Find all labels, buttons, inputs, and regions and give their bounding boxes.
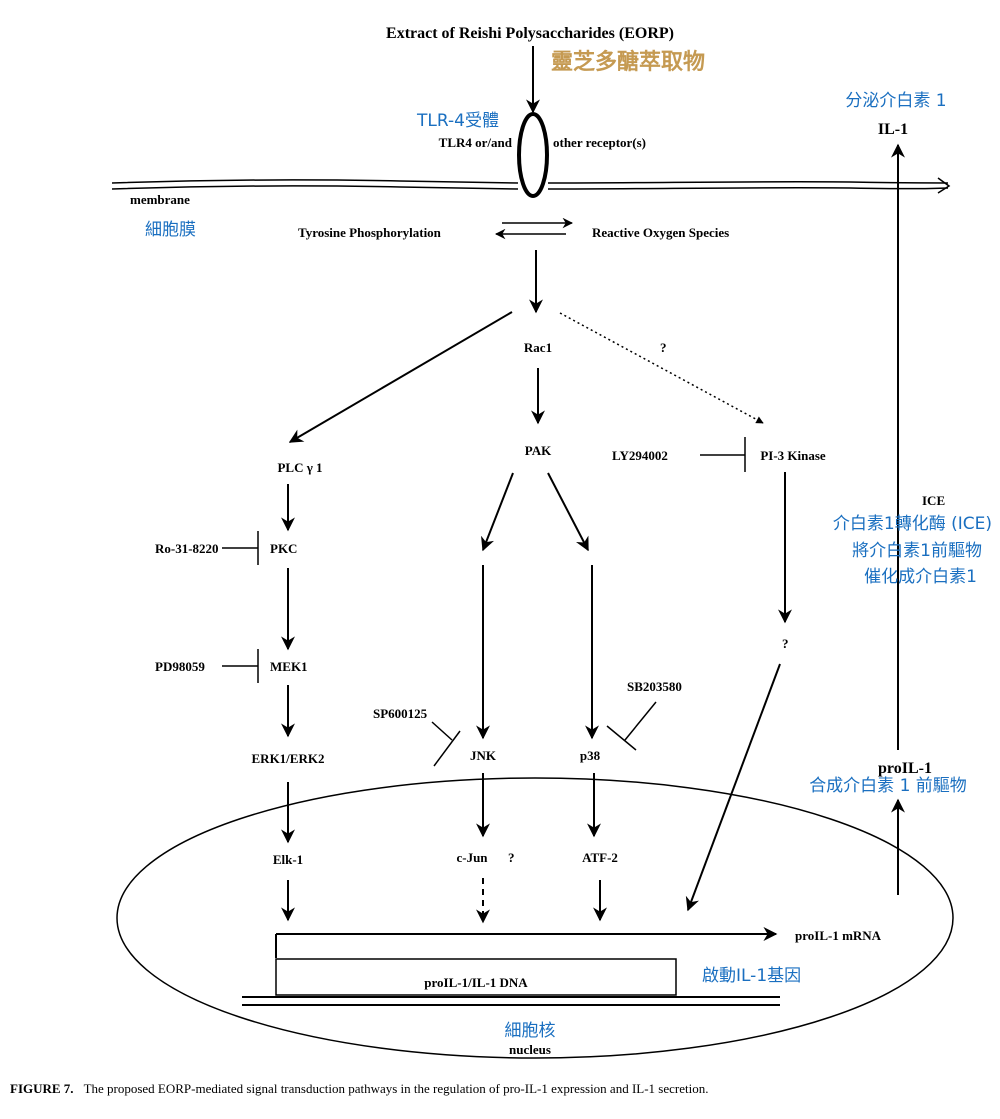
sb-inhibit-bar	[606, 725, 637, 751]
ice-text: ICE	[922, 493, 945, 508]
sb-inhibit-line	[624, 701, 657, 741]
caption: FIGURE 7. The proposed EORP-mediated sign…	[10, 1081, 708, 1096]
receptor-cn-text: TLR-4受體	[416, 111, 499, 131]
nucleus-text: nucleus	[509, 1042, 551, 1057]
ros-text: Reactive Oxygen Species	[592, 225, 729, 240]
pak-node: PAK	[525, 443, 552, 458]
ro-31-8220-text: Ro-31-8220	[155, 541, 219, 556]
membrane-line-left-bottom	[111, 185, 519, 190]
receptor-right-text: other receptor(s)	[553, 135, 646, 150]
ly294002-text: LY294002	[612, 448, 668, 463]
sb203580-text: SB203580	[627, 679, 682, 694]
proil1-cn-text: 合成介白素 1 前驅物	[809, 776, 967, 796]
proil1-text: proIL-1	[878, 760, 932, 777]
dna-box	[275, 958, 677, 996]
dna-text: proIL-1/IL-1 DNA	[424, 975, 528, 990]
membrane-cn-text: 細胞膜	[145, 220, 196, 240]
mrna-text: proIL-1 mRNA	[795, 928, 882, 943]
pak-to-jnk-branch-arrow	[481, 472, 514, 552]
membrane-line-left-top	[111, 179, 519, 184]
title-cn-text: 靈芝多醣萃取物	[551, 49, 705, 75]
erk-node: ERK1/ERK2	[252, 751, 325, 766]
membrane-line-right-bottom	[547, 186, 949, 190]
caption-text: The proposed EORP-mediated signal transd…	[84, 1081, 709, 1096]
rac1-to-pi3k-dotted-arrow	[559, 312, 764, 424]
pi3k-question-text: ?	[782, 636, 789, 651]
receptor-left-text: TLR4 or/and	[439, 135, 513, 150]
elk1-node: Elk-1	[273, 852, 303, 867]
rac1-question-text: ?	[660, 340, 667, 355]
pd98059-text: PD98059	[155, 659, 205, 674]
mek1-node: MEK1	[270, 659, 308, 674]
membrane-end-mark	[937, 177, 951, 194]
gene-cn-text: 啟動IL-1基因	[702, 966, 801, 986]
pi3k-to-dna-arrow	[685, 663, 781, 912]
plc-node: PLC γ 1	[277, 460, 322, 475]
atf2-node: ATF-2	[582, 850, 618, 865]
tyrosine-text: Tyrosine Phosphorylation	[298, 225, 442, 240]
rac1-text: Rac1	[524, 340, 552, 355]
cjun-question-text: ?	[508, 850, 515, 865]
pi3k-node: PI-3 Kinase	[760, 448, 826, 463]
ice-cn-line-3: 催化成介白素1	[864, 567, 977, 587]
membrane-text: membrane	[130, 192, 190, 207]
nucleus-ellipse	[116, 777, 954, 1059]
p38-node: p38	[580, 748, 601, 763]
il1-text: IL-1	[878, 121, 908, 138]
title-text: Extract of Reishi Polysaccharides (EORP)	[386, 25, 674, 42]
sp-inhibit-bar	[433, 730, 461, 767]
pkc-node: PKC	[270, 541, 297, 556]
caption-label: FIGURE 7.	[10, 1081, 74, 1096]
ice-cn-line-1: 介白素1轉化酶 (ICE)	[833, 514, 992, 534]
rac1-to-plc-arrow	[288, 311, 513, 443]
nucleus-cn-text: 細胞核	[505, 1021, 556, 1041]
receptor-shape	[517, 112, 549, 198]
sp600125-text: SP600125	[373, 706, 428, 721]
secrete-cn-text: 分泌介白素 1	[845, 91, 946, 111]
sp-inhibit-line	[431, 721, 453, 741]
jnk-node: JNK	[470, 748, 497, 763]
pak-to-p38-branch-arrow	[547, 472, 589, 552]
cjun-node: c-Jun	[456, 850, 488, 865]
ice-cn-line-2: 將介白素1前驅物	[852, 541, 982, 561]
membrane-line-right-top	[547, 180, 949, 184]
